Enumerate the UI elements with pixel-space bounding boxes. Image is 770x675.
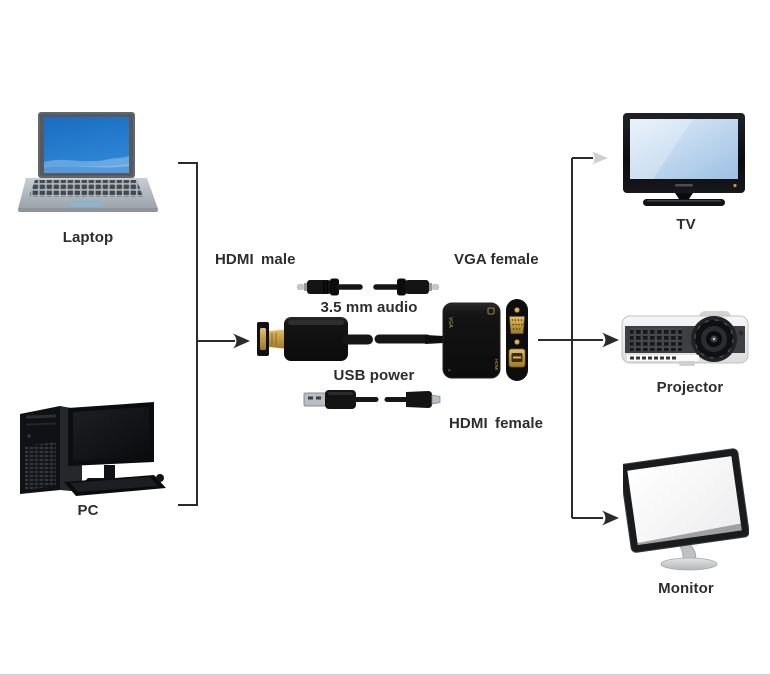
hdmi-male-label: HDMI male xyxy=(215,251,296,268)
tv-icon xyxy=(623,113,745,206)
usb-cable-image xyxy=(302,388,444,410)
audio-cable-image xyxy=(296,274,440,300)
tv-arrowhead xyxy=(592,151,608,165)
svg-text:HDMI: HDMI xyxy=(494,359,499,371)
vga-female-label: VGA female xyxy=(454,251,539,268)
laptop-image xyxy=(18,112,158,224)
tv-image xyxy=(623,113,745,210)
projector-image xyxy=(621,311,749,369)
monitor-icon xyxy=(623,448,749,571)
pc-image xyxy=(14,402,168,498)
monitor-arrowhead xyxy=(602,510,619,526)
audio-jack-cable-icon xyxy=(297,278,439,296)
hdmi-female-label: HDMI female xyxy=(449,415,544,432)
laptop-icon xyxy=(18,112,158,212)
pc-icon xyxy=(20,402,166,496)
svg-text:▵: ▵ xyxy=(448,367,451,373)
monitor-image xyxy=(623,448,749,574)
projector-arrowhead xyxy=(602,332,619,348)
projector-icon xyxy=(621,311,749,366)
usb-power-label: USB power xyxy=(333,367,415,384)
tv-label: TV xyxy=(676,216,696,233)
usb-power-cable-icon xyxy=(303,390,441,409)
laptop-label: Laptop xyxy=(62,229,114,246)
hdmi-vga-adapter-icon: VGA ▵ HDMI xyxy=(257,299,528,381)
monitor-label: Monitor xyxy=(658,580,714,597)
pc-label: PC xyxy=(77,502,99,519)
adapter-image: VGA ▵ HDMI xyxy=(255,295,537,387)
adapter-input-arrowhead xyxy=(233,333,250,349)
audio-label: 3.5 mm audio xyxy=(320,299,418,316)
svg-text:VGA: VGA xyxy=(447,317,453,328)
projector-label: Projector xyxy=(656,379,724,396)
